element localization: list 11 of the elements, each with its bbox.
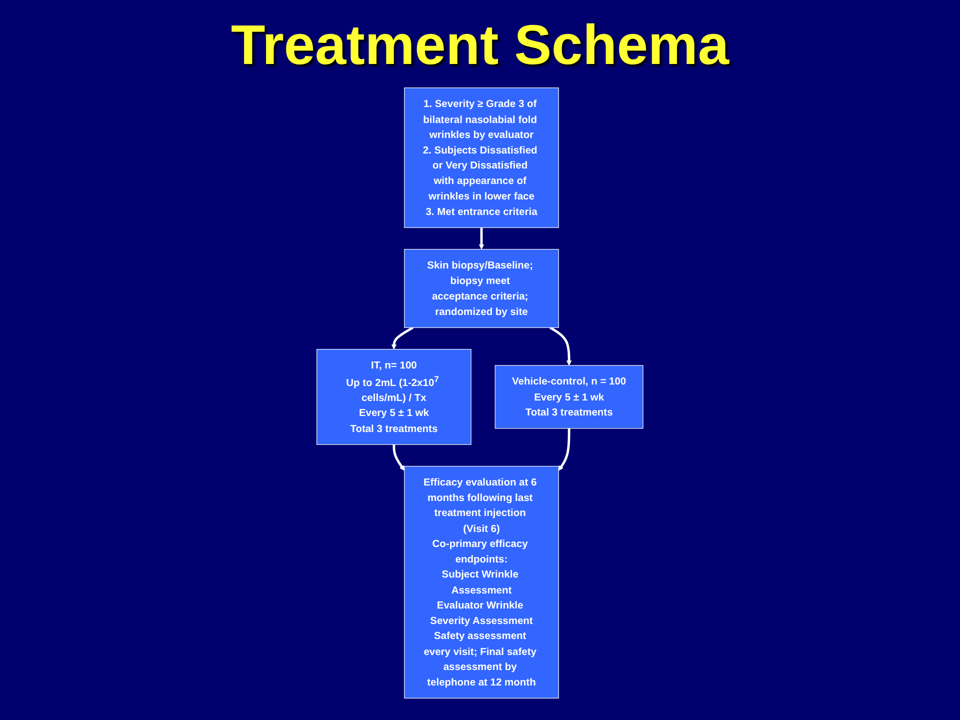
arrow bbox=[392, 444, 405, 471]
node-box: IT, n= 100 Up to 2mL (1-2x10$^{7}$ cells/mL) / Tx Every 5 ± 1 wk Total 3 treatments bbox=[316, 348, 472, 445]
node-box: Skin biopsy/Baseline; biopsy meet acceptance criteria; randomized by site bbox=[404, 248, 559, 328]
node-box: Vehicle-control, n = 100 Every 5 ± 1 wk Total 3 treatments bbox=[494, 365, 644, 429]
arrow bbox=[391, 326, 414, 350]
node-box: Efficacy evaluation at 6 months following last treatment injection (Visit 6) Co-primary efficacy endpoints: Subject Wrinkle Assessment Evaluator Wrinkle Severity Assessment Safety assessment every visit; Final safety assessment by telephone at 12 month bbox=[404, 466, 559, 698]
slide-title: Treatment Schema bbox=[230, 12, 730, 77]
arrow bbox=[558, 428, 570, 471]
arrow bbox=[478, 228, 484, 250]
node-box: 1. Severity ≥ Grade 3 of bilateral nasolabial fold wrinkles by evaluator 2. Subjects Dissatisfied or Very Dissatisfied with appearance of wrinkles in lower face 3. Met entrance criteria bbox=[404, 88, 559, 228]
arrow bbox=[550, 326, 572, 366]
